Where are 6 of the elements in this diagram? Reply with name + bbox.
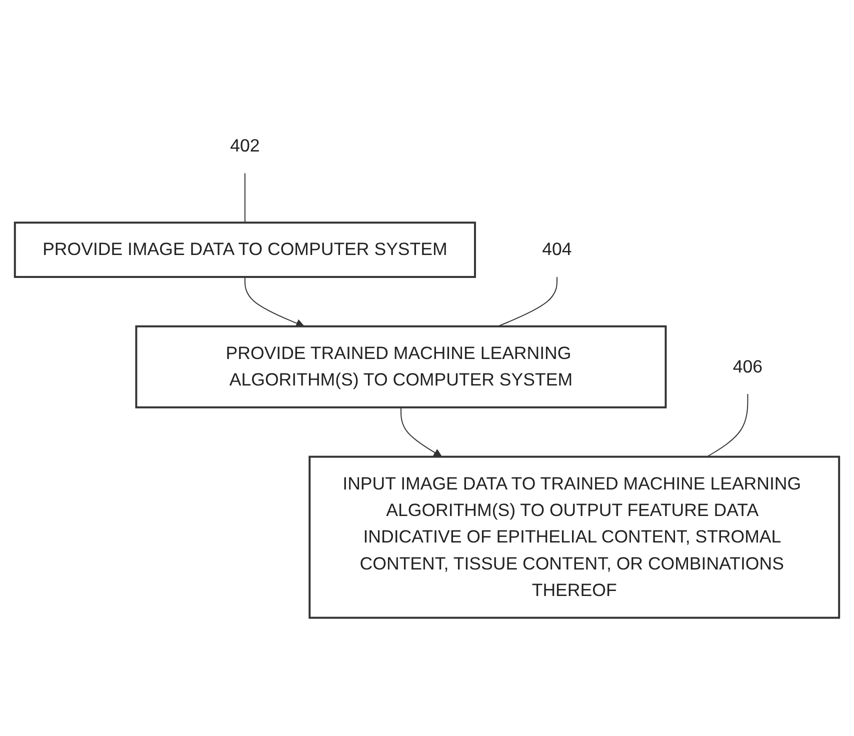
callout-number: 406 [732, 356, 763, 376]
process-box: PROVIDE TRAINED MACHINE LEARNING ALGORITHM(S) TO COMPUTER SYSTEM [135, 325, 667, 408]
callout-number: 402 [230, 135, 260, 156]
process-box: INPUT IMAGE DATA TO TRAINED MACHINE LEARNING ALGORITHM(S) TO OUTPUT FEATURE DATA INDICATIVE OF EPITHELIAL CONTENT, STROMAL CONTENT, TISSUE CONTENT, OR COMBINATIONS THEREOF [308, 455, 840, 618]
process-box: PROVIDE IMAGE DATA TO COMPUTER SYSTEM [14, 221, 476, 278]
callout-number: 404 [542, 239, 572, 259]
